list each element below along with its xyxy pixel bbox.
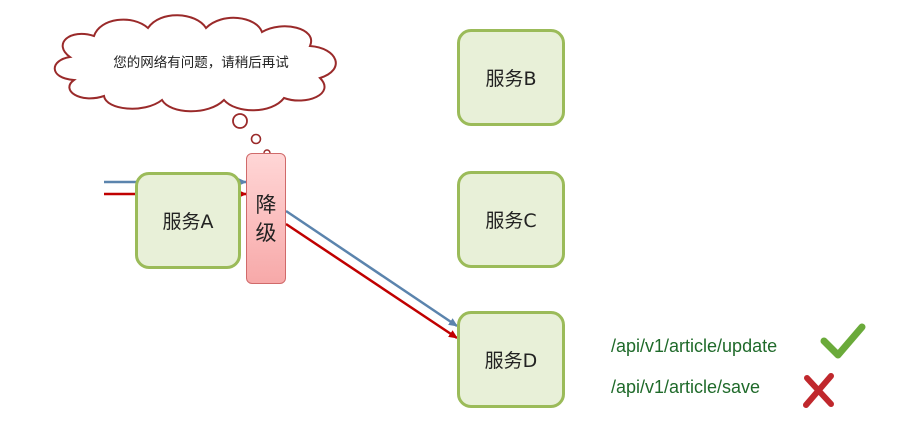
api-update-path: /api/v1/article/update (611, 336, 778, 356)
service-b-box: 服务B (457, 29, 565, 126)
thought-cloud (53, 14, 337, 157)
blue-request-arrow-out (285, 209, 458, 328)
service-a-label: 服务A (162, 211, 214, 233)
cross-icon (803, 373, 834, 408)
service-c-label: 服务C (485, 210, 537, 232)
api-save-path: /api/v1/article/save (611, 377, 761, 397)
degrade-label: 降级 (255, 192, 277, 245)
service-b-label: 服务B (485, 68, 537, 90)
check-icon (820, 323, 866, 359)
red-request-arrow-out (285, 222, 458, 340)
degrade-box: 降级 (246, 153, 286, 284)
thought-bubble-large (232, 113, 248, 129)
service-c-box: 服务C (457, 171, 565, 268)
service-a-box: 服务A (135, 172, 241, 269)
service-d-label: 服务D (484, 350, 538, 372)
cloud-message: 您的网络有问题，请稍后再试 (113, 55, 289, 71)
thought-bubble-medium (250, 133, 262, 145)
service-d-box: 服务D (457, 311, 565, 408)
